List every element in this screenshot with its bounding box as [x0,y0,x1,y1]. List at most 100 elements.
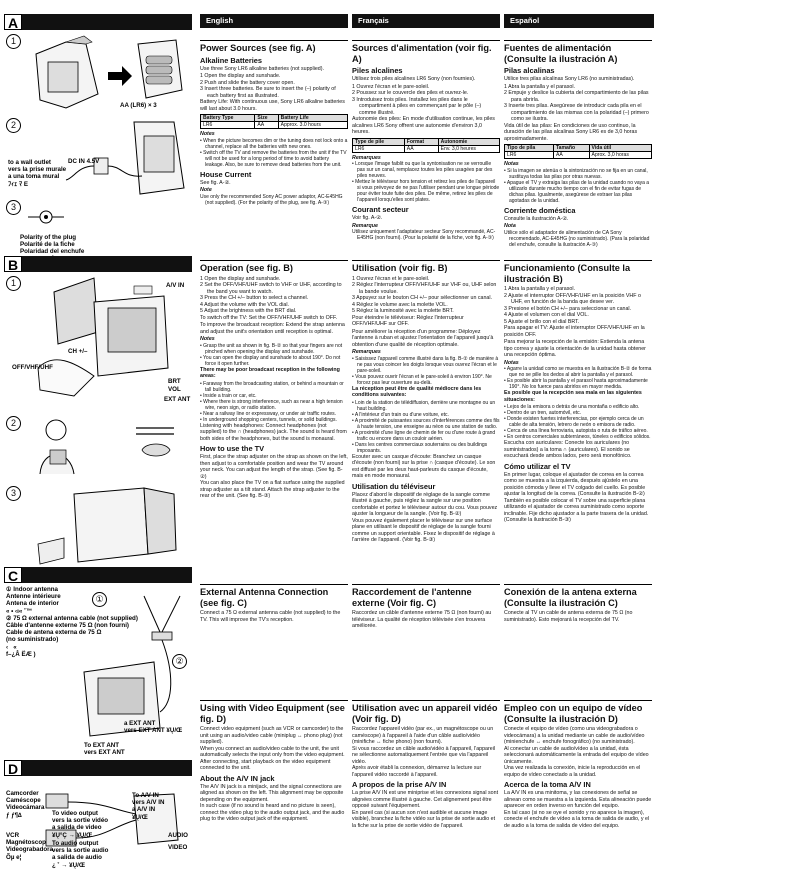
es-ext-antenna-text: Conecte al TV un cable de antena externa… [504,610,633,623]
video-plug-label: VIDEO [168,844,188,851]
table-cell: AA [403,144,439,153]
fr-video-title: Utilisation avec un appareil vidéo (Voir… [352,700,500,724]
fr-poor-reception-heading: La réception peut être de qualité médioc… [352,385,482,399]
es-poor-item: • Donde existen fuertes interferencias, … [504,416,644,428]
dc-in-label: DC IN 4.5V [68,158,100,165]
en-ext-antenna-title: External Antenna Connection (see fig. C) [200,584,348,608]
fr-poor-item: • A proximité de puissantes sources d'in… [352,417,500,430]
es-alk-step: 2 Empuje y deslice la cubierta del compa… [504,90,649,103]
en-power-title: Power Sources (see fig. A) [200,40,348,54]
en-op-step: 1 Open the display and sunshade. [200,275,281,282]
fr-external-antenna: Raccordement de l'antenne externe (Voir … [352,584,500,631]
tv-operation-illustration [37,277,169,397]
es-poor-item: • Dentro de un tren, automóvil, etc. [504,410,582,416]
en-op-notes-heading: Notes [200,336,215,342]
es-alk-step: 3 Inserte tres pilas. Asegúrese de intro… [504,103,649,122]
en-how-to-use-text: First, place the strap adjuster on the s… [200,454,348,499]
fr-alkaline-intro: Utilisez trois piles alcalines LR6 Sony … [352,76,476,82]
audio-plug-label: AUDIO [168,832,188,839]
table-header: Battery Life [277,114,349,122]
en-poor-item: • Where there is strong interference, su… [200,398,343,411]
en-ext-antenna-text: Connect a 75 Ω external antenna cable (n… [200,610,341,623]
es-house-note-heading: Nota [504,223,516,229]
es-house-note: Utilice sólo el adaptador de alimentació… [504,229,650,248]
fr-av-jack-text: La prise A/V IN est une miniprise et les… [352,790,499,829]
es-battery-life: Vida útil de las pilas: En condiciones d… [504,122,638,142]
en-alk-step: 2 Push and slide the battery cover open. [200,79,295,86]
en-house-current-title: House Current [200,169,252,179]
english-language-bar: English [200,14,348,28]
en-op-step: 2 Set the OFF/VHF/UHF switch to VHF or U… [200,282,342,295]
section-b-bar: B [4,256,192,273]
en-note: • When the picture becomes dim or the tu… [200,137,348,150]
en-headphones: Listening with headphones: Connect headp… [200,422,347,442]
figure-column: A 1 AA (LR6) × 3 2 to a wall outlet vers… [4,14,192,869]
fr-how-to-use-title: Utilisation du téléviseur [352,481,436,491]
fr-poor-item: • Dans les centres commerciaux souterrai… [352,441,488,454]
table-header: Tamaño [552,144,590,152]
section-b-letter: B [4,256,22,273]
fr-note: • Lorsque l'image faiblit ou que la synt… [352,161,493,179]
en-notes-heading: Notes [200,131,215,137]
fr-power-title: Sources d'alimentation (voir fig. A) [352,40,500,64]
es-power-sources: Fuentes de alimentación (Consulte la ilu… [504,40,653,248]
en-poor-item: • Near a railway line or expressway, or … [200,410,337,417]
fr-poor-item: • A l'intérieur d'un train ou d'une voit… [352,411,449,418]
en-how-to-use-title: How to use the TV [200,444,265,453]
en-op-note: • You can open the display and sunshade … [200,354,341,367]
fr-op-step: 3 Appuyez sur le bouton CH +/– pour séle… [352,295,493,301]
table-header: Battery Type [199,114,256,122]
en-poor-item: • Inside a train or car, etc. [200,392,257,399]
es-op-notes-heading: Notas [504,359,519,366]
antenna-marker-2: ② [172,654,187,669]
fr-operation: Utilisation (voir fig. B) 1 Ouvrez l'écr… [352,260,500,545]
fig-a-step-3: 3 [6,200,21,215]
external-antenna-illustration [83,595,181,737]
video-connection-illustration [45,793,179,847]
ac-adaptor-illustration [65,121,185,195]
wall-outlet-label: to a wall outlet vers la prise murale a … [8,159,67,188]
en-alkaline-intro: Use three Sony LR6 alkaline batteries (n… [200,65,324,72]
table-cell: LR6 [199,121,256,129]
fr-improve-reception: Pour améliorer la réception d'un program… [352,328,494,348]
section-c-bar: C [4,567,192,584]
en-operation: Operation (see fig. B) 1 Open the displa… [200,260,348,501]
antenna-marker-1: ① [92,592,107,607]
off-vhf-uhf-label: OFF/VHF/UHF [12,364,53,371]
es-house-current-text: Consulte la ilustración A-②. [504,215,569,222]
es-poor-reception-heading: Es posible que la recepción sea mala en … [504,390,642,403]
fr-headphones: Ecouter avec un casque d'écoute: Branche… [352,453,496,480]
fig-b-step-1: 1 [6,276,21,291]
fr-notes-heading: Remarques [352,154,381,161]
es-how-to-use-title: Cómo utilizar el TV [504,461,571,471]
table-header: Size [254,114,279,122]
es-note: • Apague el TV y extraiga las pilas de l… [504,179,650,204]
table-header: Tipo de pila [504,144,554,152]
en-house-current-text: See fig. A-②. [200,179,231,186]
es-improve-reception: Para mejorar la recepción de la emisión:… [504,339,646,358]
to-av-in-label: To A/V IN vers A/V IN a A/V IN ¥Ų/Œ [132,792,165,821]
es-op-step: 1 Abra la pantalla y el parasol. [504,286,575,292]
es-op-step: 3 Presione el botón CH +/– para seleccio… [504,305,632,312]
fr-poor-item: • Loin de la station de télédiffusion, d… [352,399,496,412]
en-poor-item: • In underground shopping centers, tunne… [200,416,337,423]
en-alkaline-title: Alkaline Batteries [200,55,263,65]
table-header: Type de pile [352,137,405,146]
en-alk-step: 3 Insert three batteries. Be sure to ins… [200,86,336,99]
section-c-letter: C [4,567,22,584]
av-in-label: A/V IN [166,282,185,289]
section-d-bar: D [4,760,192,777]
en-external-antenna: External Antenna Connection (see fig. C)… [200,584,348,624]
tilt-stand-illustration [37,487,177,565]
table-cell: LR6 [504,151,554,159]
spanish-column: Español Fuentes de alimentación (Consult… [504,14,654,854]
es-op-step: 5 Ajuste el brillo con el dial BRT. [504,318,580,325]
es-note: • Si la imagen se atenúa o la sintonizac… [504,167,648,180]
en-poor-reception-heading: There may be poor broadcast reception in… [200,366,340,380]
strap-wearing-illustration [39,419,174,475]
en-video-equipment: Using with Video Equipment (see fig. D) … [200,700,348,824]
es-operation-title: Funcionamiento (Consulte la ilustración … [504,260,652,284]
